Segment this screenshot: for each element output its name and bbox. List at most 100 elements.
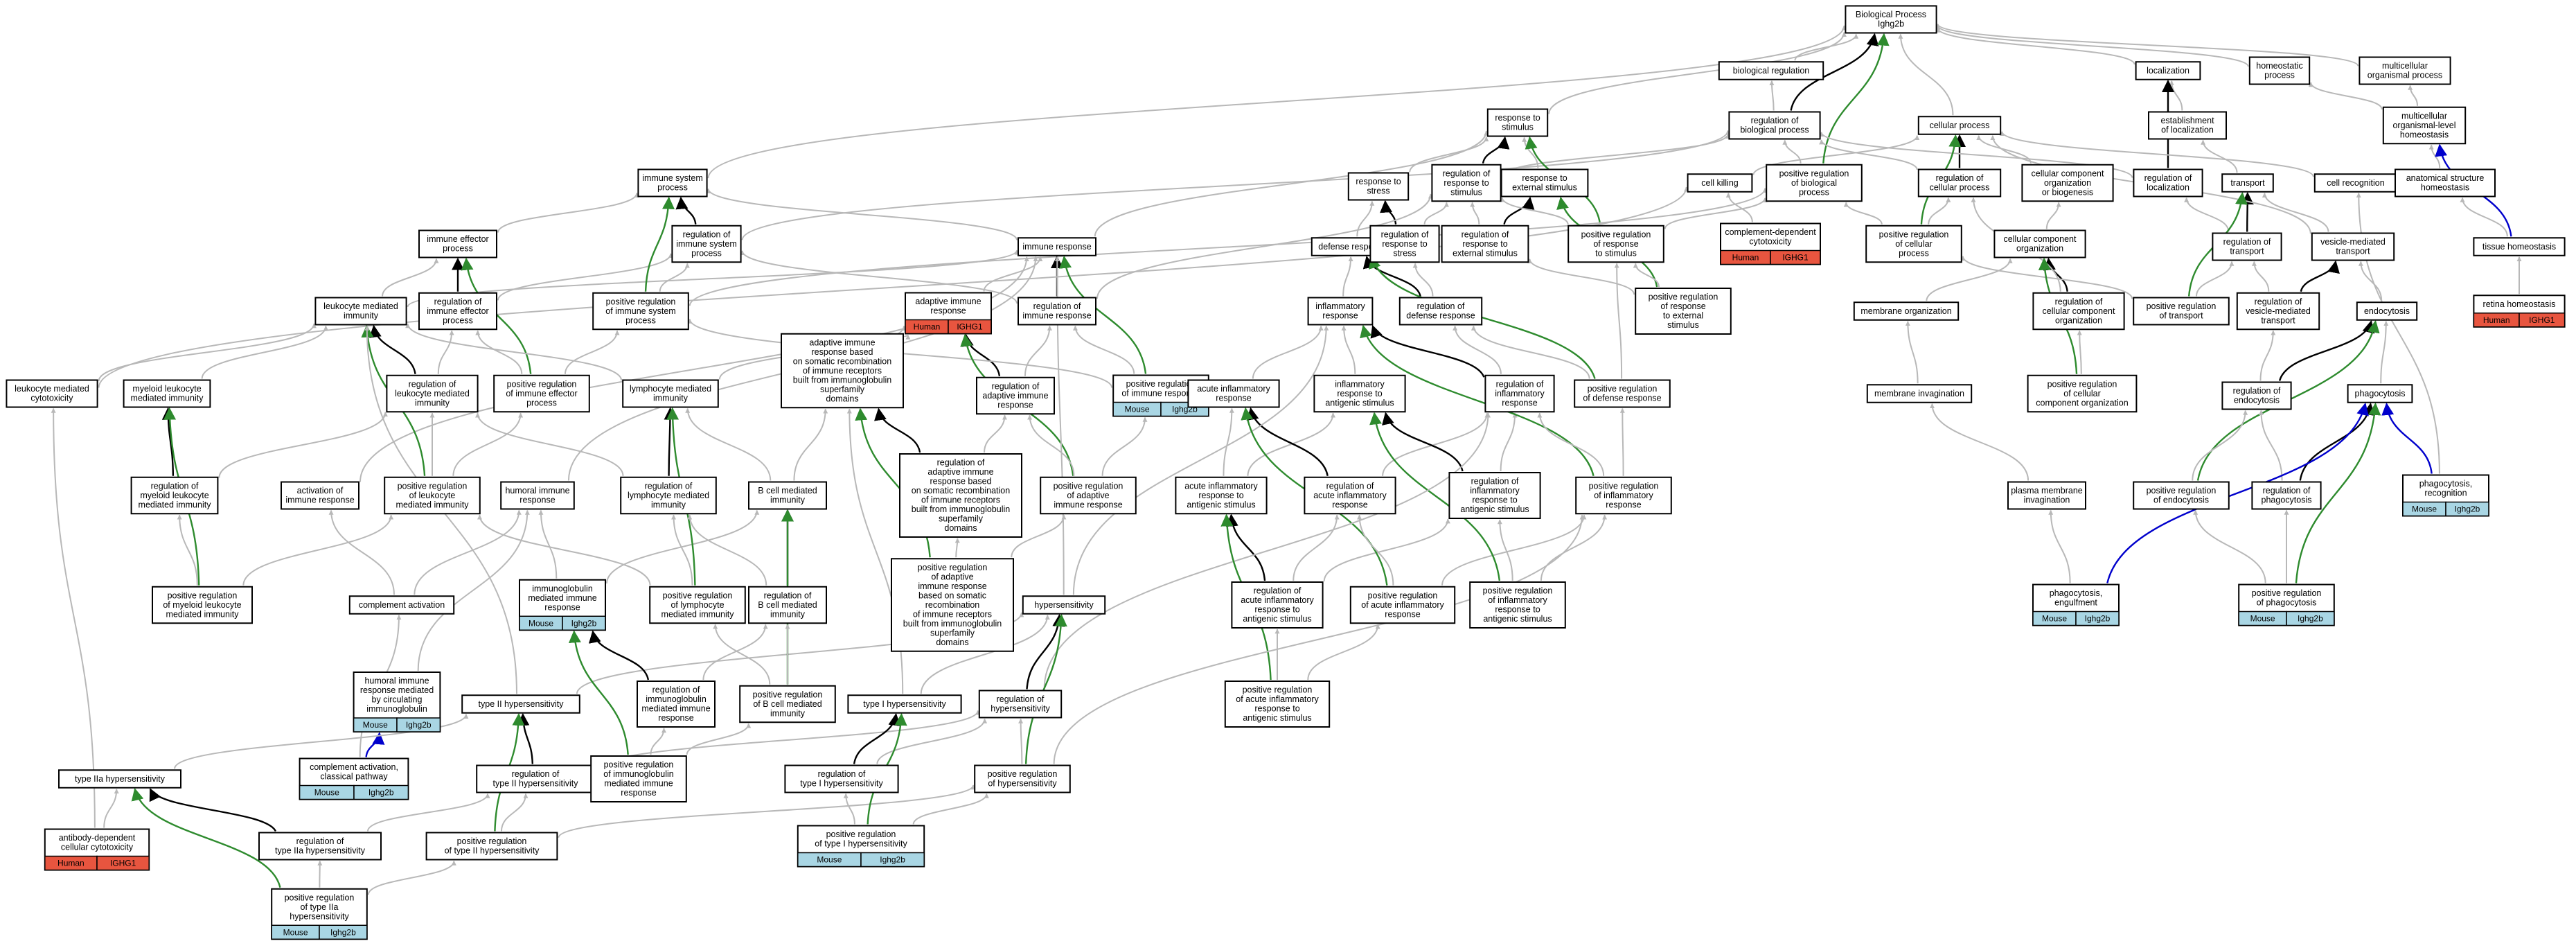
regulates-edge xyxy=(1246,407,1329,476)
node-label-line: phagocytosis, xyxy=(2419,479,2472,489)
is-a-edge xyxy=(1725,193,1753,222)
is-a-edge xyxy=(174,714,469,769)
part-of-edge xyxy=(2381,402,2433,474)
node-label-line: process xyxy=(657,183,688,193)
node-label-line: regulation of xyxy=(764,590,812,600)
node-label-line: retina homeostasis xyxy=(2483,299,2556,309)
node-box xyxy=(590,755,687,802)
node-label-line: positive regulation xyxy=(1581,229,1651,239)
node-label-line: mediated immunity xyxy=(131,394,204,403)
node-label-line: regulation of xyxy=(2055,297,2103,306)
node-label-line: antigenic stimulus xyxy=(1325,398,1394,407)
node-label-line: process xyxy=(1799,187,1829,197)
node-label-line: inflammatory xyxy=(1495,389,1545,398)
node-label-line: type I hypersensitivity xyxy=(863,699,946,709)
node-label-line: regulation of xyxy=(1381,229,1429,239)
node-label-line: of hypersensitivity xyxy=(988,779,1057,789)
node-box xyxy=(649,586,746,624)
gene-tag-label: IGHG1 xyxy=(957,322,983,332)
is-a-edge xyxy=(1101,416,1148,476)
node-label-line: of adaptive xyxy=(931,572,973,581)
is-a-edge xyxy=(1018,718,1024,764)
regulates-edge xyxy=(1382,412,1464,472)
node-label-line: regulation of xyxy=(992,381,1040,391)
is-a-edge xyxy=(201,325,328,379)
gene-tag-label: Ighg2b xyxy=(368,788,394,798)
node-label-line: stimulus xyxy=(1667,320,1699,330)
node-label-line: response xyxy=(544,602,580,612)
go-term-node: type IIa hypersensitivity xyxy=(58,769,181,789)
gene-tag-label: Ighg2b xyxy=(2085,614,2111,624)
positively-regulates-edge xyxy=(1024,613,1067,764)
node-box xyxy=(974,764,1071,793)
gene-tag-cell xyxy=(2445,501,2489,517)
node-label-line: establishment xyxy=(2160,116,2214,125)
node-box xyxy=(1431,164,1502,202)
is-a-edge xyxy=(1412,263,1434,297)
node-label-line: cellular process xyxy=(1930,121,1990,130)
node-label-line: response xyxy=(1502,398,1537,407)
node-label-line: regulation of xyxy=(409,379,456,389)
is-a-edge xyxy=(2045,202,2061,229)
node-label-line: of cellular xyxy=(1895,239,1933,249)
node-box xyxy=(978,690,1063,719)
node-label-line: inflammatory xyxy=(1315,301,1365,311)
node-label-line: immunity xyxy=(770,609,806,619)
node-box xyxy=(2473,237,2566,256)
node-label-line: hypersensitivity xyxy=(991,704,1050,714)
node-label-line: immune system xyxy=(642,173,703,183)
node-box xyxy=(418,229,497,258)
node-label-line: localization xyxy=(2147,183,2189,193)
is-a-edge xyxy=(2258,410,2283,481)
node-label-line: positive regulation xyxy=(1589,481,1659,491)
node-box xyxy=(2359,56,2451,85)
node-label-line: positive regulation xyxy=(1779,168,1849,178)
go-term-node: complement activation,classical pathwayM… xyxy=(299,757,409,800)
is-a-edge xyxy=(2195,261,2235,297)
node-label-line: mediated immune xyxy=(641,704,710,714)
node-label-line: mediated immune xyxy=(528,593,596,603)
node-label-line: response xyxy=(1332,500,1367,509)
node-label-line: immunoglobulin xyxy=(532,583,593,593)
node-label-line: positive regulation xyxy=(398,481,468,491)
gene-tag-cell xyxy=(948,319,992,335)
is-a-edge xyxy=(382,258,439,297)
species-tag-label: Mouse xyxy=(1125,405,1150,414)
node-box xyxy=(1231,581,1324,629)
node-label-line: organismal process xyxy=(2368,71,2442,80)
node-label-line: regulation of xyxy=(1936,173,1984,183)
node-box xyxy=(1313,374,1406,413)
node-label-line: cytotoxicity xyxy=(30,394,73,403)
node-label-line: immunity xyxy=(653,394,689,403)
node-label-line: immunity xyxy=(770,495,806,505)
node-box xyxy=(2311,232,2395,261)
positively-regulates-edge xyxy=(1059,255,1147,374)
node-label-line: domains xyxy=(936,638,968,647)
is-a-edge xyxy=(1898,33,1954,116)
node-box xyxy=(2221,173,2274,193)
node-label-line: based on somatic xyxy=(918,590,986,600)
node-label-line: leukocyte mediated xyxy=(395,389,470,398)
go-term-node: endocytosis xyxy=(2356,301,2418,321)
is-a-edge xyxy=(1497,519,1513,581)
node-label-line: acute inflammatory xyxy=(1313,491,1387,500)
node-label-line: lymphocyte mediated xyxy=(628,491,709,500)
species-tag-label: Mouse xyxy=(314,788,339,798)
node-label-line: regulation of xyxy=(2223,237,2271,247)
node-label-line: stimulus xyxy=(1502,123,1534,132)
node-label-line: positive regulation xyxy=(2147,486,2217,495)
node-label-line: positive regulation xyxy=(1649,292,1718,302)
node-label-line: positive regulation xyxy=(285,893,355,902)
is-a-edge xyxy=(1664,198,1768,229)
